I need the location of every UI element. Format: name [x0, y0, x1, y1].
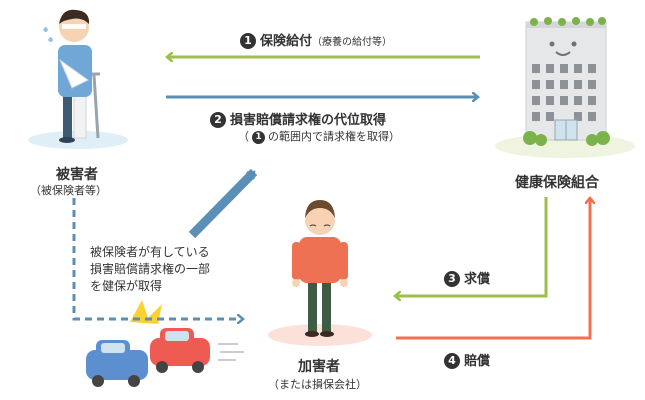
step3-text: 求償	[464, 272, 491, 287]
victim-sublabel: （被保険者等）	[30, 184, 107, 197]
step3-number: 3	[444, 271, 460, 287]
injured-person-icon	[28, 9, 128, 149]
step1-text: 保険給付	[260, 34, 313, 49]
claim-transfer-note: 被保険者が有している 損害賠償請求権の一部 を健保が取得	[90, 244, 210, 295]
perpetrator-label: 加害者	[298, 359, 340, 375]
victim-label: 被害者	[56, 167, 98, 183]
building-icon	[495, 17, 635, 158]
step1-label: 1 保険給付（療養の給付等）	[240, 30, 392, 49]
step3-label: 3 求償	[444, 268, 490, 287]
perpetrator-person-icon	[268, 200, 372, 346]
step2-label: 2 損害賠償請求権の代位取得	[210, 109, 386, 128]
step1-detail: （療養の給付等）	[312, 37, 393, 48]
step1-number: 1	[240, 33, 256, 49]
step4-number: 4	[444, 353, 460, 369]
step4-text: 賠償	[464, 354, 491, 369]
step4-label: 4 賠償	[444, 350, 490, 369]
car-accident-icon	[86, 300, 244, 387]
step2-note-text: の範囲内で請求権を取得）	[268, 130, 400, 143]
step2-note-number: 1	[252, 131, 265, 144]
note-line-3: を健保が取得	[90, 279, 163, 293]
step2-note-open: （	[238, 130, 249, 143]
insurer-label: 健康保険組合	[515, 175, 599, 191]
step2-number: 2	[210, 112, 226, 128]
note-line-1: 被保険者が有している	[90, 245, 210, 259]
step2-text: 損害賠償請求権の代位取得	[230, 113, 387, 128]
arrow-recourse	[396, 197, 548, 296]
perpetrator-sublabel: （または損保会社）	[268, 378, 367, 391]
arrow-compensation	[396, 198, 590, 340]
arrow-claim-transfer-dashed	[72, 198, 243, 319]
note-line-2: 損害賠償請求権の一部	[90, 262, 211, 276]
arrow-claim-transfer-up	[188, 168, 258, 239]
